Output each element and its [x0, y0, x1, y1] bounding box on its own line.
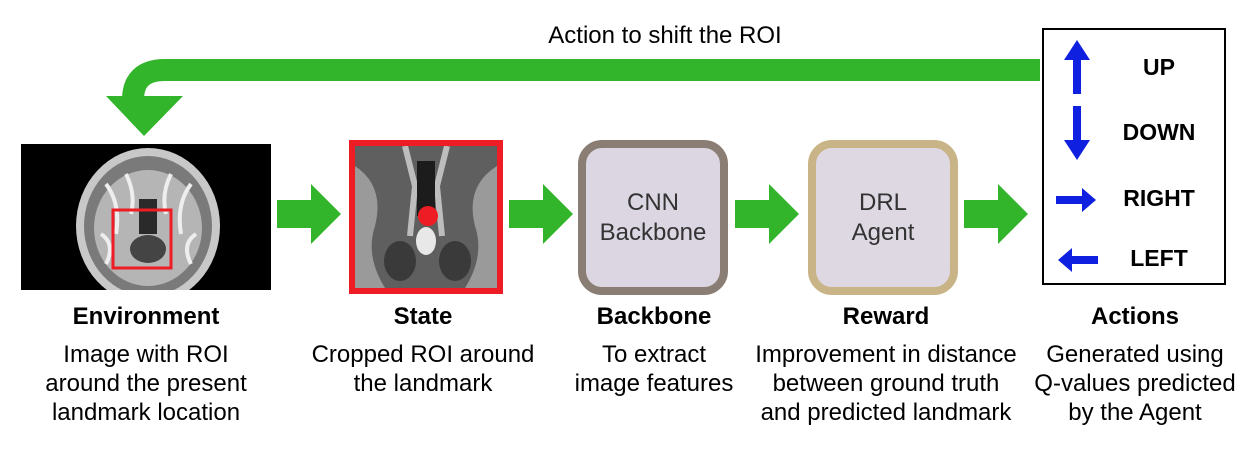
arrow-state-to-backbone: [509, 184, 573, 244]
environment-desc-line-1: Image with ROI: [63, 341, 229, 368]
environment-desc-line-3: landmark location: [51, 399, 241, 426]
state-roi-image: [349, 140, 503, 294]
actions-desc-line-2: Q-values predicted: [1034, 370, 1236, 397]
feedback-arrow-head: [106, 96, 183, 136]
arrow-down-icon: [1064, 106, 1090, 160]
landmark-dot: [418, 206, 438, 226]
state-description: Cropped ROI around the landmark: [273, 340, 573, 398]
roi-box: [111, 208, 173, 270]
agent-line-2: Agent: [851, 218, 915, 246]
drl-agent-block: DRL Agent: [808, 140, 958, 295]
action-right-label: RIGHT: [1123, 185, 1195, 211]
state-desc-line-1: Cropped ROI around: [311, 341, 535, 368]
actions-description: Generated using Q-values predicted by th…: [985, 340, 1260, 427]
backbone-description: To extract image features: [504, 340, 804, 398]
actions-desc-line-1: Generated using: [1046, 341, 1224, 368]
reward-title: Reward: [842, 303, 930, 330]
reward-desc-line-1: Improvement in distance: [755, 341, 1017, 368]
action-down-label: DOWN: [1122, 119, 1196, 145]
environment-description: Image with ROI around the present landma…: [0, 340, 296, 427]
arrow-agent-to-actions: [964, 184, 1028, 244]
backbone-line-2: Backbone: [599, 218, 707, 246]
backbone-desc-line-2: image features: [574, 370, 734, 397]
arrow-env-to-state: [277, 184, 341, 244]
backbone-desc-line-1: To extract: [601, 341, 707, 368]
action-up-label: UP: [1143, 54, 1175, 80]
reward-desc-line-2: between ground truth: [772, 370, 1000, 397]
backbone-title: Backbone: [596, 303, 712, 330]
reward-desc-line-3: and predicted landmark: [760, 399, 1012, 426]
agent-line-1: DRL: [858, 188, 907, 216]
state-title: State: [393, 303, 453, 330]
arrow-up-icon: [1064, 40, 1090, 94]
environment-desc-line-2: around the present: [45, 370, 247, 397]
actions-title: Actions: [1090, 303, 1179, 330]
environment-mri-image: [21, 144, 271, 290]
reward-description: Improvement in distance between ground t…: [736, 340, 1036, 427]
actions-panel: UP DOWN RIGHT LEFT: [1042, 28, 1226, 285]
arrow-left-icon: [1058, 248, 1098, 272]
arrow-backbone-to-agent: [735, 184, 799, 244]
arrow-right-icon: [1056, 188, 1096, 212]
cnn-backbone-block: CNN Backbone: [578, 140, 728, 295]
state-desc-line-2: the landmark: [353, 370, 493, 397]
actions-desc-line-3: by the Agent: [1068, 399, 1202, 426]
action-left-label: LEFT: [1130, 245, 1188, 271]
environment-title: Environment: [72, 303, 220, 330]
feedback-label: Action to shift the ROI: [548, 22, 782, 49]
backbone-line-1: CNN: [627, 188, 679, 216]
feedback-arrow-shaft: [122, 59, 1040, 101]
